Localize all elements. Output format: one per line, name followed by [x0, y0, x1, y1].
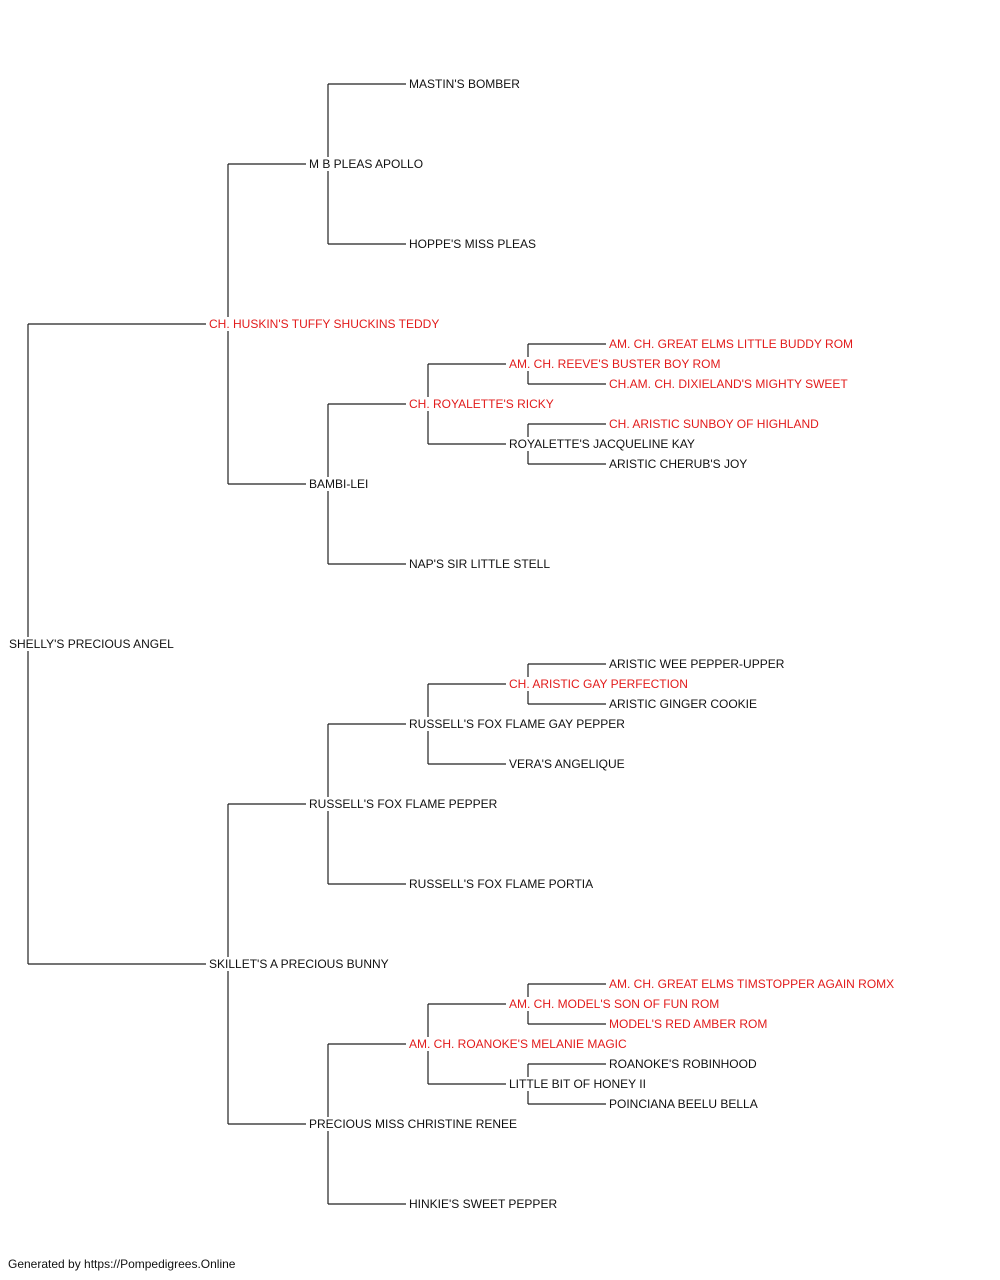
ancestor-name: POINCIANA BEELU BELLA — [608, 1097, 759, 1111]
ancestor-name: NAP'S SIR LITTLE STELL — [408, 557, 552, 571]
ancestor-name: HOPPE'S MISS PLEAS — [408, 237, 538, 251]
generated-by-footer: Generated by https://Pompedigrees.Online — [8, 1257, 236, 1271]
ancestor-name: VERA'S ANGELIQUE — [508, 757, 626, 771]
ancestor-name: AM. CH. MODEL'S SON OF FUN ROM — [508, 997, 721, 1011]
ancestor-name: AM. CH. GREAT ELMS LITTLE BUDDY ROM — [608, 337, 855, 351]
ancestor-name: CH. HUSKIN'S TUFFY SHUCKINS TEDDY — [208, 317, 441, 331]
ancestor-name: MODEL'S RED AMBER ROM — [608, 1017, 769, 1031]
ancestor-name: CH. ROYALETTE'S RICKY — [408, 397, 555, 411]
ancestor-name: MASTIN'S BOMBER — [408, 77, 521, 91]
ancestor-name: CH.AM. CH. DIXIELAND'S MIGHTY SWEET — [608, 377, 849, 391]
ancestor-name: ROYALETTE'S JACQUELINE KAY — [508, 437, 696, 451]
ancestor-name: M B PLEAS APOLLO — [308, 157, 425, 171]
ancestor-name: RUSSELL'S FOX FLAME PEPPER — [308, 797, 499, 811]
ancestor-name: RUSSELL'S FOX FLAME PORTIA — [408, 877, 595, 891]
ancestor-name: BAMBI-LEI — [308, 477, 370, 491]
ancestor-name: SKILLET'S A PRECIOUS BUNNY — [208, 957, 390, 971]
ancestor-name: ARISTIC CHERUB'S JOY — [608, 457, 749, 471]
ancestor-name: AM. CH. ROANOKE'S MELANIE MAGIC — [408, 1037, 628, 1051]
ancestor-name: AM. CH. REEVE'S BUSTER BOY ROM — [508, 357, 722, 371]
ancestor-name: CH. ARISTIC GAY PERFECTION — [508, 677, 689, 691]
subject-dog-name: SHELLY'S PRECIOUS ANGEL — [8, 637, 175, 651]
ancestor-name: LITTLE BIT OF HONEY II — [508, 1077, 647, 1091]
ancestor-name: ROANOKE'S ROBINHOOD — [608, 1057, 758, 1071]
ancestor-name: ARISTIC WEE PEPPER-UPPER — [608, 657, 786, 671]
ancestor-name: ARISTIC GINGER COOKIE — [608, 697, 759, 711]
ancestor-name: RUSSELL'S FOX FLAME GAY PEPPER — [408, 717, 626, 731]
ancestor-name: CH. ARISTIC SUNBOY OF HIGHLAND — [608, 417, 820, 431]
ancestor-name: PRECIOUS MISS CHRISTINE RENEE — [308, 1117, 519, 1131]
ancestor-name: HINKIE'S SWEET PEPPER — [408, 1197, 559, 1211]
ancestor-name: AM. CH. GREAT ELMS TIMSTOPPER AGAIN ROMX — [608, 977, 896, 991]
